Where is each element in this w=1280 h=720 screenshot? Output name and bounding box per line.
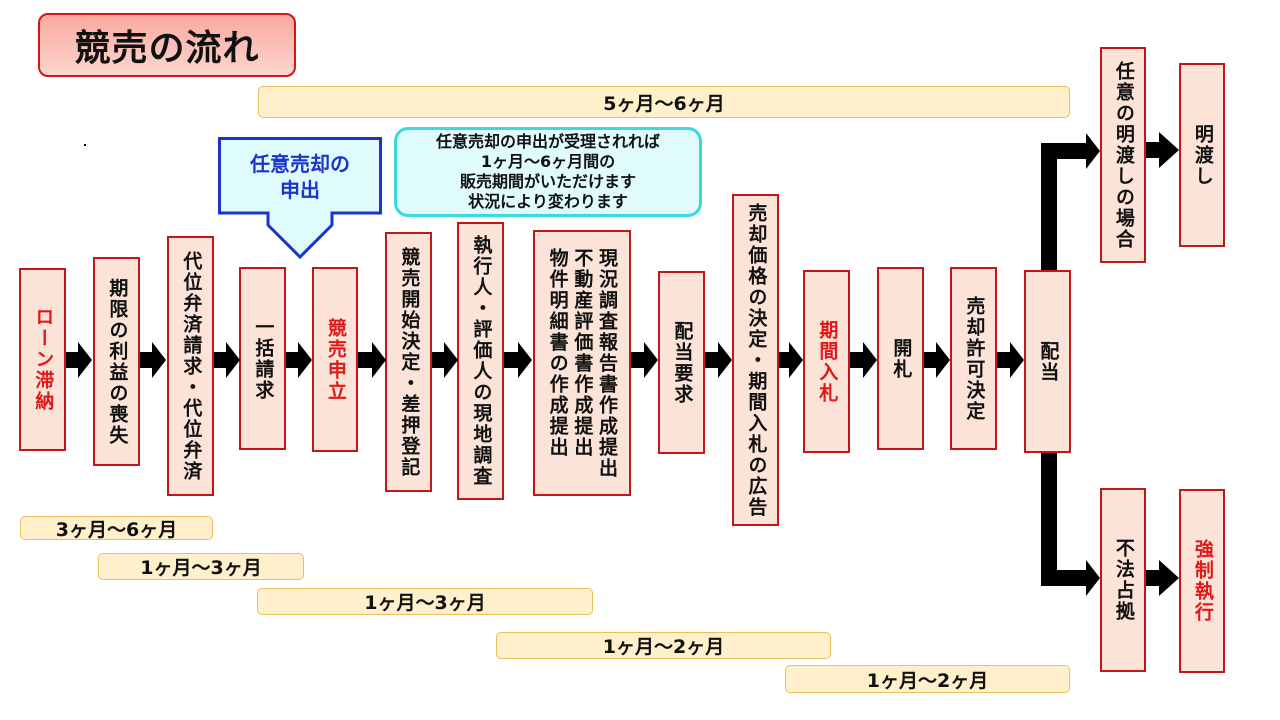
step-loan-delinquency: ローン滞納 <box>19 268 66 451</box>
step-label: 強制執行 <box>1191 539 1214 623</box>
step-label: ローン滞納 <box>32 307 55 412</box>
step-price-and-bid-notice: 売却価格の決定・期間入札の広告 <box>732 194 779 526</box>
arrow-right-icon <box>924 342 950 378</box>
step-compulsory-execution: 強制執行 <box>1179 489 1225 673</box>
step-auction-petition: 競売申立 <box>312 267 358 452</box>
step-label: 配当 <box>1037 340 1060 383</box>
period-bar: 1ヶ月〜2ヶ月 <box>496 632 831 659</box>
step-sale-permission: 売却許可決定 <box>950 267 997 450</box>
step-period-bidding: 期間入札 <box>803 270 850 453</box>
period-bar-total: 5ヶ月〜6ヶ月 <box>258 86 1070 118</box>
step-label: 売却価格の決定・期間入札の広告 <box>745 202 768 518</box>
step-dividend: 配当 <box>1024 270 1071 453</box>
step-voluntary-eviction-case: 任意の明渡しの場合 <box>1100 47 1146 263</box>
step-label: 明渡し <box>1191 123 1214 187</box>
note-line: 1ヶ月〜6ヶ月間の <box>480 152 616 171</box>
step-label: 期限の利益の喪失 <box>106 277 129 446</box>
arrow-right-icon <box>1146 560 1179 596</box>
period-bar: 1ヶ月〜3ヶ月 <box>98 553 304 580</box>
step-label: 任意の明渡しの場合 <box>1112 60 1135 250</box>
arrow-right-icon <box>140 342 166 378</box>
step-label: 競売開始決定・差押登記 <box>398 246 421 478</box>
note-line: 状況により変わります <box>468 192 628 211</box>
arrow-right-icon <box>1146 132 1179 168</box>
step-illegal-occupation: 不法占拠 <box>1100 488 1146 672</box>
step-lump-sum-claim: 一括請求 <box>239 267 286 450</box>
period-bar: 3ヶ月〜6ヶ月 <box>20 516 213 541</box>
arrow-right-icon <box>504 342 532 378</box>
arrow-right-icon <box>850 342 877 378</box>
arrow-right-icon <box>631 342 658 378</box>
step-label: 不法占拠 <box>1112 538 1135 622</box>
sale-period-note: 任意売却の申出が受理されれば 1ヶ月〜6ヶ月間の 販売期間がいただけます 状況に… <box>394 127 702 217</box>
step-loss-of-benefit-of-term: 期限の利益の喪失 <box>93 257 140 466</box>
step-label: 開札 <box>890 337 913 380</box>
step-eviction: 明渡し <box>1179 63 1225 247</box>
stray-dot <box>84 144 86 146</box>
step-label: 執行人・評価人の現地調査 <box>470 235 493 487</box>
step-auction-commencement: 競売開始決定・差押登記 <box>385 232 432 492</box>
callout-line-1: 任意売却の <box>250 152 350 176</box>
elbow-arrow-down-icon <box>1041 453 1100 596</box>
arrow-right-icon <box>66 342 92 378</box>
step-label: 現況調査報告書作成提出 不動産評価書作成提出 物件明細書の作成提出 <box>546 247 619 479</box>
step-label: 配当要求 <box>671 320 694 405</box>
arrow-right-icon <box>286 342 312 378</box>
step-dividend-request: 配当要求 <box>658 271 705 454</box>
callout-line-2: 申出 <box>280 178 320 202</box>
step-onsite-survey: 執行人・評価人の現地調査 <box>457 222 504 500</box>
voluntary-sale-callout: 任意売却の 申出 <box>218 137 382 259</box>
arrow-right-icon <box>705 342 732 378</box>
arrow-right-icon <box>432 342 458 378</box>
step-label: 代位弁済請求・代位弁済 <box>180 250 203 482</box>
step-label: 一括請求 <box>252 316 275 401</box>
period-bar: 1ヶ月〜2ヶ月 <box>785 665 1070 693</box>
period-bar: 1ヶ月〜3ヶ月 <box>257 588 593 615</box>
step-reports-submission: 現況調査報告書作成提出 不動産評価書作成提出 物件明細書の作成提出 <box>533 230 631 496</box>
elbow-arrow-up-icon <box>1041 133 1100 270</box>
step-bid-opening: 開札 <box>877 267 924 450</box>
note-line: 販売期間がいただけます <box>459 172 636 191</box>
arrow-right-icon <box>779 342 803 378</box>
arrow-right-icon <box>214 342 240 378</box>
step-label: 競売申立 <box>324 317 347 402</box>
arrow-right-icon <box>358 342 386 378</box>
down-arrow-callout-icon <box>218 137 382 259</box>
step-label: 売却許可決定 <box>963 295 986 422</box>
page-title: 競売の流れ <box>38 13 296 77</box>
arrow-right-icon <box>997 342 1024 378</box>
step-subrogation: 代位弁済請求・代位弁済 <box>167 236 214 496</box>
step-label: 期間入札 <box>816 319 839 404</box>
note-line: 任意売却の申出が受理されれば <box>435 132 660 151</box>
